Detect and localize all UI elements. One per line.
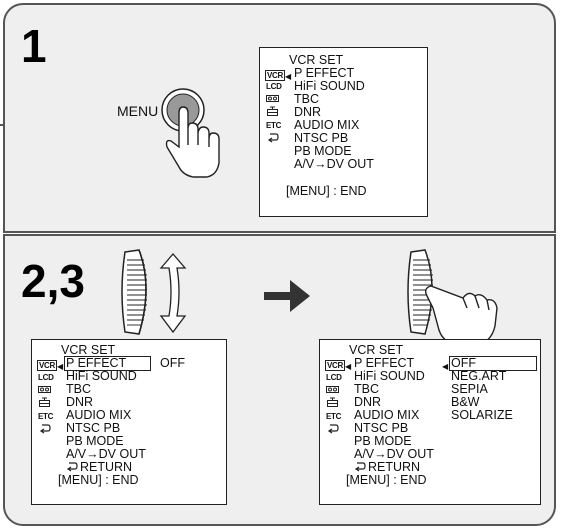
- return-arrow-icon[interactable]: [267, 132, 279, 144]
- menu-screen-step2: VCR SET VCR ◀ P EFFECT OFF LCD HiFi SOUN…: [31, 339, 227, 505]
- pointing-hand-icon: [426, 286, 497, 346]
- right-arrow-icon: [260, 274, 315, 319]
- return-arrow-icon[interactable]: [39, 423, 51, 435]
- camera-tab-icon[interactable]: [326, 385, 340, 394]
- memory-tab-icon[interactable]: [326, 397, 340, 407]
- vcr-tab-icon[interactable]: VCR: [37, 360, 57, 371]
- step-2-3-panel: 2,3: [3, 234, 556, 526]
- cursor-triangle-icon: ◀: [442, 360, 448, 373]
- etc-tab-icon[interactable]: ETC: [38, 412, 53, 421]
- step-number: 1: [21, 23, 47, 69]
- menu-screen-step3: VCR SET VCR ◀ P EFFECT LCD HiFi SOUND TB…: [319, 339, 541, 505]
- lcd-tab-icon[interactable]: LCD: [326, 373, 342, 382]
- return-arrow-icon: [66, 461, 78, 473]
- end-hint: [MENU] : END: [346, 474, 427, 487]
- camera-tab-icon[interactable]: [266, 94, 280, 103]
- current-value: OFF: [160, 357, 185, 370]
- dial-press-illustration: [403, 246, 513, 351]
- vcr-tab-icon[interactable]: VCR: [265, 70, 285, 81]
- menu-item[interactable]: A/V→DV OUT: [294, 158, 374, 171]
- menu-button-press-illustration: [161, 85, 231, 195]
- vcr-tab-icon[interactable]: VCR: [325, 360, 345, 371]
- control-dial[interactable]: [122, 250, 147, 334]
- camera-tab-icon[interactable]: [38, 385, 52, 394]
- menu-screen-step1: VCR SET VCR ◀ P EFFECT LCD HiFi SOUND TB…: [259, 47, 428, 217]
- etc-tab-icon[interactable]: ETC: [266, 121, 281, 130]
- etc-tab-icon[interactable]: ETC: [326, 412, 341, 421]
- return-arrow-icon: [354, 461, 366, 473]
- return-arrow-icon[interactable]: [327, 423, 339, 435]
- option-item[interactable]: SOLARIZE: [451, 409, 513, 422]
- menu-button-label: MENU: [117, 103, 158, 119]
- up-down-arrow-icon: [161, 254, 185, 332]
- cursor-triangle-icon: ◀: [285, 70, 291, 83]
- memory-tab-icon[interactable]: [266, 106, 280, 116]
- cursor-triangle-icon: ◀: [57, 360, 63, 373]
- step-1-panel: 1 MENU VCR SET VCR ◀ P EFFECT LCD HiFi S…: [3, 3, 556, 233]
- lcd-tab-icon[interactable]: LCD: [266, 82, 282, 91]
- cursor-triangle-icon: ◀: [345, 360, 351, 373]
- memory-tab-icon[interactable]: [38, 397, 52, 407]
- end-hint: [MENU] : END: [58, 474, 139, 487]
- step-number: 2,3: [21, 258, 85, 304]
- end-hint: [MENU] : END: [286, 185, 367, 198]
- control-dial-illustration: [117, 246, 197, 341]
- lcd-tab-icon[interactable]: LCD: [38, 373, 54, 382]
